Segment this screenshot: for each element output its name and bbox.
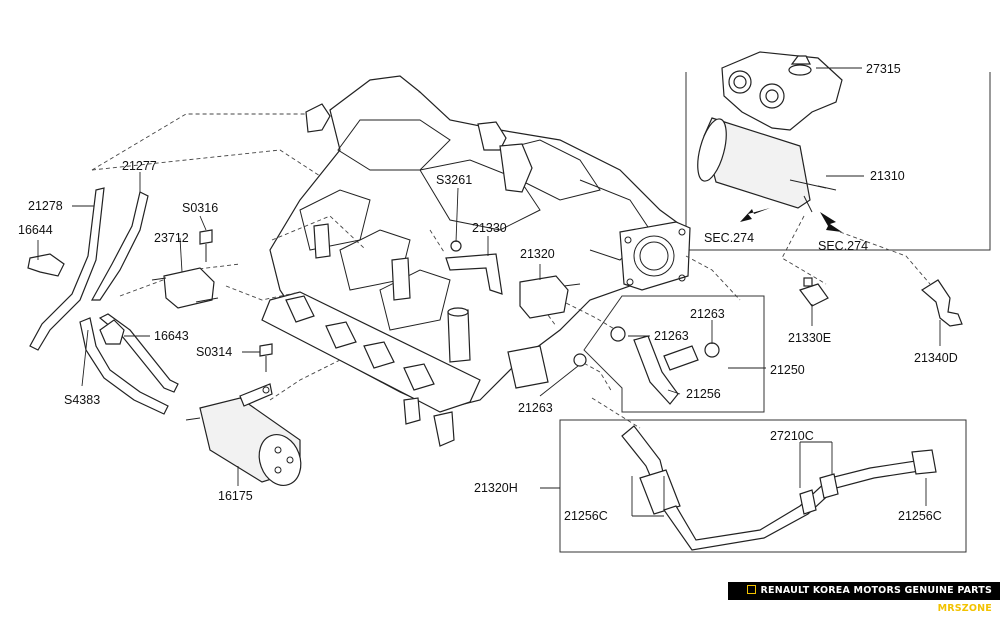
hose-assy-21320h (591, 397, 937, 551)
bolt-s0316 (199, 229, 213, 262)
label-16643: 16643 (154, 329, 189, 343)
clamp-21263-b (610, 326, 626, 342)
bolt-s0314 (259, 343, 273, 372)
hose-assy-box (559, 419, 967, 553)
bracket-16643 (99, 319, 125, 345)
sec-arrows (740, 208, 842, 232)
label-s0314: S0314 (196, 345, 232, 359)
canister-16175 (185, 383, 302, 486)
evap-canister (697, 117, 837, 213)
intake-manifold (269, 75, 691, 411)
label-21278: 21278 (28, 199, 63, 213)
label-21263-low: 21263 (518, 401, 553, 415)
clip-16644 (27, 253, 65, 277)
label-16644: 16644 (18, 223, 53, 237)
footer-logo-icon (747, 585, 757, 594)
hose-21277 (90, 191, 149, 301)
leader-lines (37, 67, 941, 517)
bolt-s3261 (450, 240, 462, 252)
clamp-21263-c (573, 353, 587, 367)
solenoid-23712 (151, 267, 219, 309)
canister-bracket (721, 51, 843, 131)
footer-banner: RENAULT KOREA MOTORS GENUINE PARTS MRSZO… (728, 582, 1000, 614)
label-21340d: 21340D (914, 351, 958, 365)
hose-21278 (29, 187, 105, 351)
label-21320: 21320 (520, 247, 555, 261)
label-21320h: 21320H (474, 481, 518, 495)
manifold-guide-lines (91, 113, 741, 401)
label-21256: 21256 (686, 387, 721, 401)
footer-brand: MRSZONE (937, 603, 992, 614)
label-21310: 21310 (870, 169, 905, 183)
label-27210c: 27210C (770, 429, 814, 443)
label-21277: 21277 (122, 159, 157, 173)
clamp-21263-a (704, 342, 720, 358)
label-sec274-left: SEC.274 (704, 231, 754, 245)
footer-text: RENAULT KOREA MOTORS GENUINE PARTS (760, 585, 992, 596)
hose-kit-box (583, 295, 765, 413)
label-21250: 21250 (770, 363, 805, 377)
label-16175: 16175 (218, 489, 253, 503)
part-labels: 27315 21310 SEC.274 SEC.274 21330E 21340… (18, 62, 958, 523)
elbow-connector (920, 279, 963, 327)
parts-diagram: 27315 21310 SEC.274 SEC.274 21330E 21340… (18, 51, 991, 553)
label-sec274-right: SEC.274 (818, 239, 868, 253)
label-21263-mid: 21263 (654, 329, 689, 343)
label-s3261: S3261 (436, 173, 472, 187)
inset-guide-lines (781, 215, 931, 285)
fuel-rail-injectors (261, 291, 549, 447)
label-21263-top: 21263 (690, 307, 725, 321)
label-27315: 27315 (866, 62, 901, 76)
vacuum-switch-valve-small (799, 277, 829, 307)
label-21330e: 21330E (788, 331, 831, 345)
label-21256c-left: 21256C (564, 509, 608, 523)
label-21330: 21330 (472, 221, 507, 235)
label-s0316: S0316 (182, 201, 218, 215)
valve-21320 (519, 275, 581, 319)
bracket-21330 (445, 253, 503, 295)
label-21256c-right: 21256C (898, 509, 942, 523)
label-s4383: S4383 (64, 393, 100, 407)
label-23712: 23712 (154, 231, 189, 245)
canister-inset-box (685, 72, 991, 251)
